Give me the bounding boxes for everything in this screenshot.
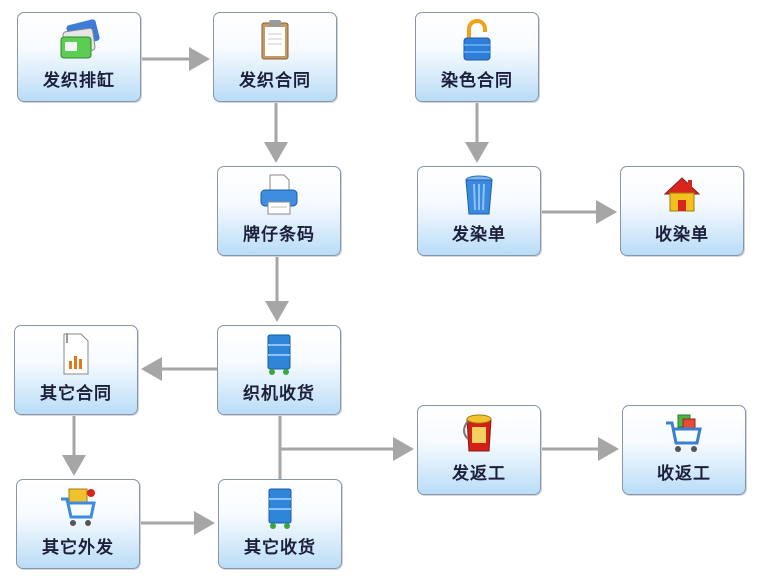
document-chart-icon	[53, 331, 99, 377]
node-label: 其它外发	[42, 538, 114, 558]
house-icon	[659, 172, 705, 218]
node-fa-fangong[interactable]: 发返工	[417, 405, 541, 495]
node-fazhi-hetong[interactable]: 发织合同	[213, 12, 337, 102]
node-label: 收返工	[657, 464, 711, 484]
node-label: 发织排缸	[43, 71, 115, 91]
padlock-icon	[454, 18, 500, 64]
printer-icon	[256, 172, 302, 218]
node-qita-waifa[interactable]: 其它外发	[16, 479, 140, 569]
node-faran-dan[interactable]: 发染单	[417, 166, 541, 256]
shopping-cart-icon	[661, 411, 707, 457]
node-shouran-dan[interactable]: 收染单	[620, 166, 744, 256]
cart-box-icon	[55, 485, 101, 531]
node-label: 发返工	[452, 464, 506, 484]
node-shou-fangong[interactable]: 收返工	[622, 405, 746, 495]
node-label: 牌仔条码	[243, 225, 315, 245]
paint-bucket-icon	[456, 411, 502, 457]
cabinet-cart-icon	[257, 485, 303, 531]
node-label: 织机收货	[243, 384, 315, 404]
node-paizai-tiaoma[interactable]: 牌仔条码	[217, 166, 341, 256]
node-label: 其它合同	[40, 384, 112, 404]
clipboard-icon	[252, 18, 298, 64]
cards-icon	[56, 18, 102, 64]
node-ranse-hetong[interactable]: 染色合同	[415, 12, 539, 102]
node-label: 其它收货	[244, 538, 316, 558]
node-label: 染色合同	[441, 71, 513, 91]
trash-can-icon	[456, 172, 502, 218]
node-qita-hetong[interactable]: 其它合同	[14, 325, 138, 415]
node-label: 发织合同	[239, 71, 311, 91]
node-label: 发染单	[452, 225, 506, 245]
node-zhiji-shouhuo[interactable]: 织机收货	[217, 325, 341, 415]
node-fazhi-paigang[interactable]: 发织排缸	[17, 12, 141, 102]
node-label: 收染单	[655, 225, 709, 245]
cabinet-cart-icon	[256, 331, 302, 377]
node-qita-shouhuo[interactable]: 其它收货	[218, 479, 342, 569]
